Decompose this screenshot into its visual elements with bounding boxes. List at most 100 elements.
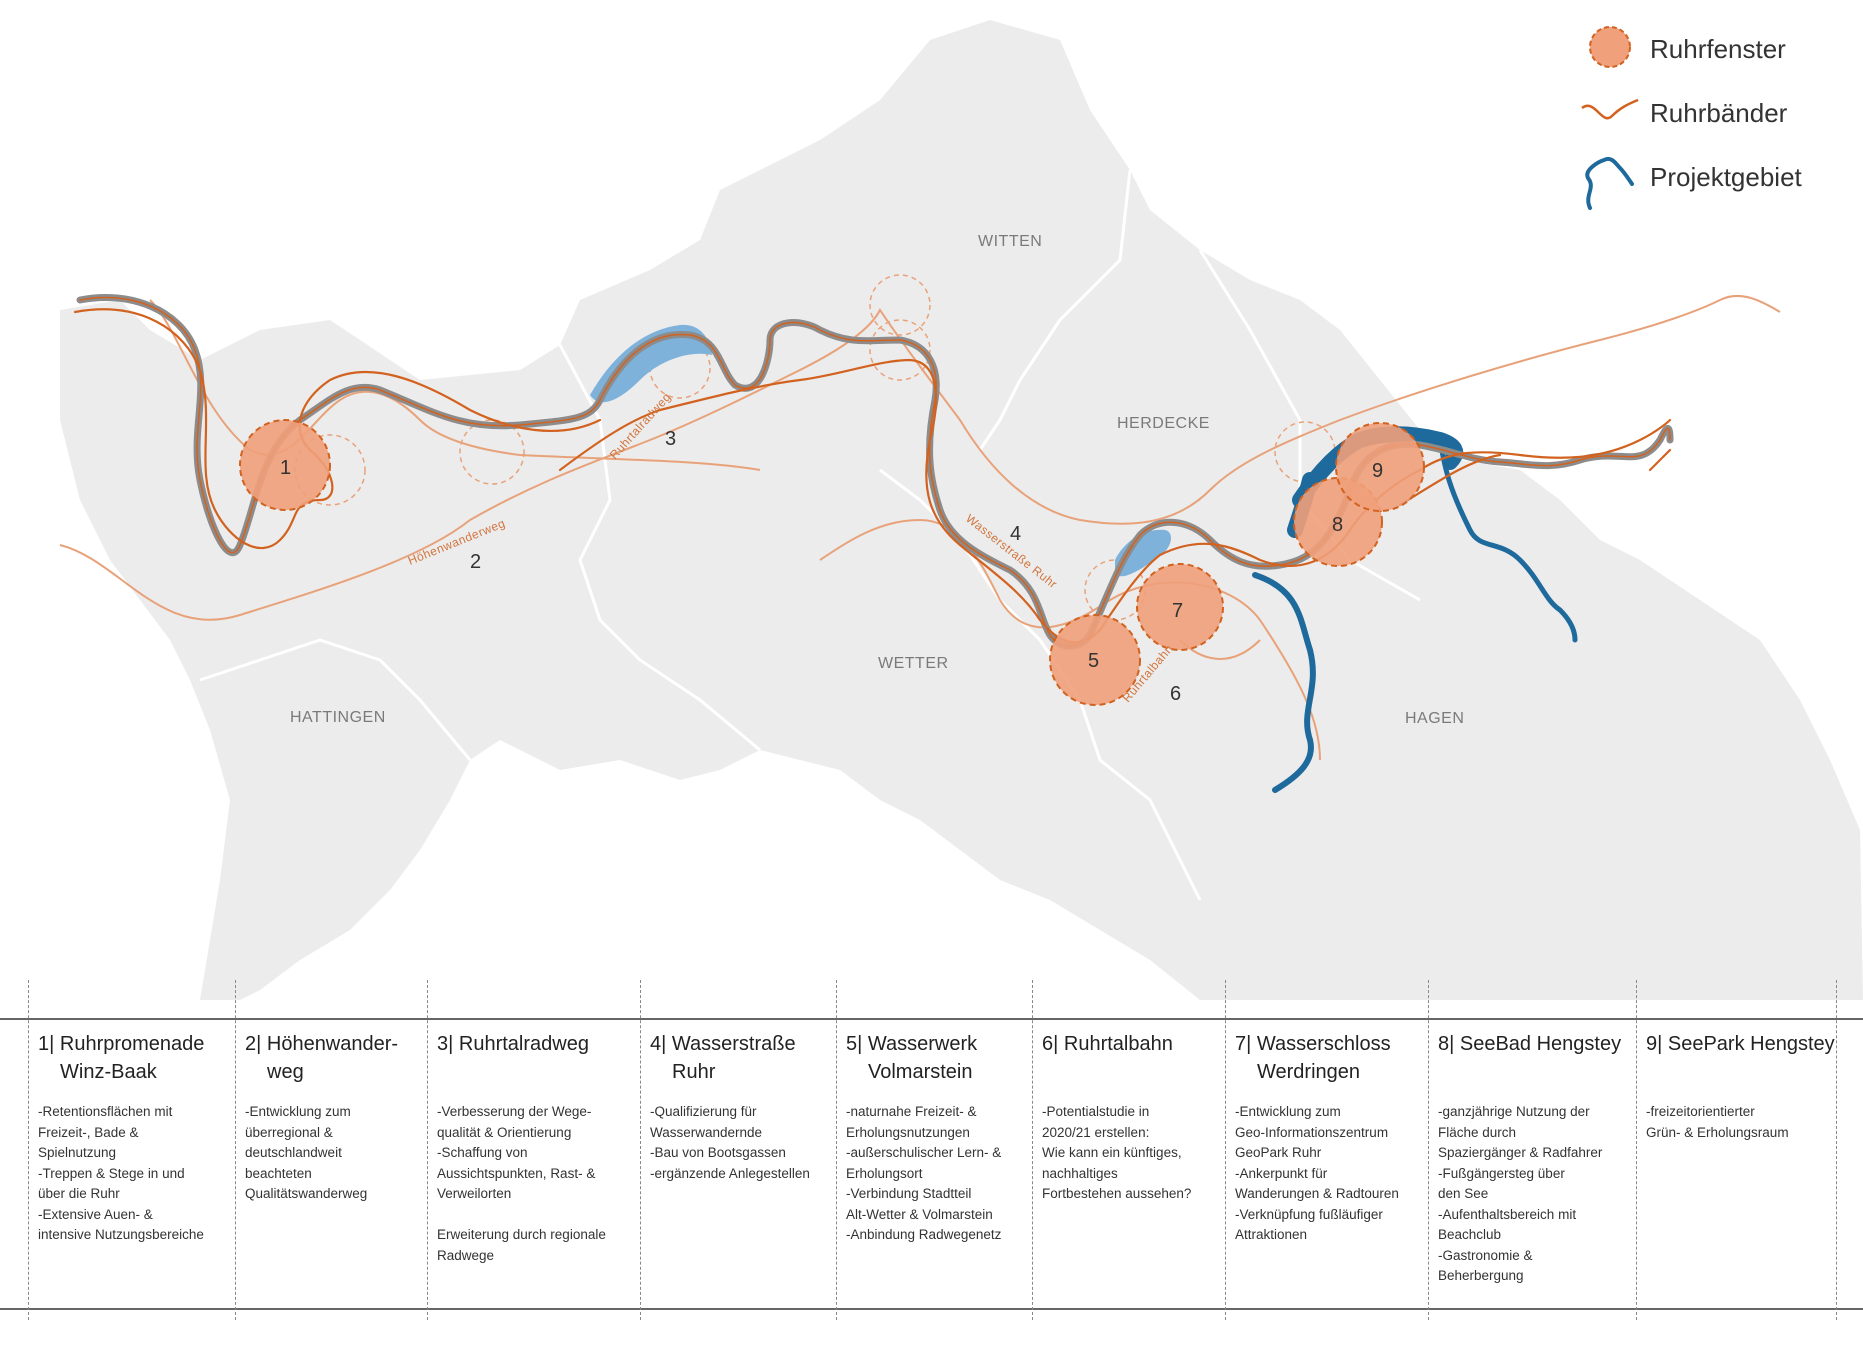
measure-line: -Qualifizierung für — [650, 1104, 757, 1119]
legend-label-ruhrfenster: Ruhrfenster — [1650, 34, 1786, 64]
measure-title-line: weg — [267, 1061, 304, 1083]
ruhrfenster-circles — [239, 419, 1425, 706]
measure-title: 1| Ruhrpromenade Winz-Baak — [38, 1030, 235, 1086]
column-divider — [1032, 980, 1033, 1320]
measure-line: -Schaffung von — [437, 1145, 528, 1160]
measure-column-8: 8| SeeBad Hengstey -ganzjährige Nutzung … — [1428, 1030, 1636, 1287]
measure-column-7: 7| Wasserschloss Werdringen -Entwicklung… — [1225, 1030, 1428, 1246]
ruhrfenster-5 — [1049, 614, 1141, 706]
ruhrfenster-7 — [1136, 563, 1224, 651]
measure-line: -Extensive Auen- & — [38, 1206, 153, 1222]
measure-title: 7| Wasserschloss Werdringen — [1235, 1030, 1428, 1086]
measure-line: 2020/21 erstellen: — [1042, 1124, 1150, 1140]
measure-line: -ergänzende Anlegestellen — [650, 1165, 810, 1181]
measure-title-line: 1| Ruhrpromenade — [38, 1033, 205, 1055]
measure-title-line — [1042, 1058, 1225, 1086]
measure-title-line: 7| Wasserschloss — [1235, 1033, 1391, 1055]
city-label-witten: WITTEN — [978, 233, 1042, 250]
ruhrfenster-circle-icon — [1589, 26, 1631, 68]
city-label-wetter: WETTER — [878, 655, 949, 672]
measure-title: 5| Wasserwerk Volmarstein — [846, 1030, 1032, 1086]
measure-title-line: Ruhr — [672, 1061, 716, 1083]
measure-line: -ganzjährige Nutzung der — [1438, 1104, 1590, 1119]
measure-line: Beachclub — [1438, 1227, 1502, 1242]
measure-line: Aussichtspunkten, Rast- & — [437, 1165, 596, 1181]
measure-line: qualität & Orientierung — [437, 1124, 572, 1140]
measure-title-line: 6| Ruhrtalbahn — [1042, 1033, 1173, 1055]
column-divider — [28, 980, 29, 1320]
measure-line: -Retentionsflächen mit — [38, 1104, 173, 1119]
measure-column-1: 1| Ruhrpromenade Winz-Baak -Retentionsfl… — [28, 1030, 235, 1246]
marker-9: 9 — [1372, 460, 1383, 482]
column-divider — [235, 980, 236, 1320]
measure-line: Qualitätswanderweg — [245, 1186, 368, 1201]
measure-title: 6| Ruhrtalbahn — [1042, 1030, 1225, 1086]
measure-line: Wie kann ein künftiges, — [1042, 1145, 1182, 1160]
measure-title: 8| SeeBad Hengstey — [1438, 1030, 1636, 1086]
measure-line: -Verbindung Stadtteil — [846, 1186, 972, 1201]
measure-line: -Potentialstudie in — [1042, 1104, 1150, 1119]
measure-line: Radwege — [437, 1247, 495, 1263]
legend-label-ruhrbaender: Ruhrbänder — [1650, 98, 1788, 128]
measure-description: -naturnahe Freizeit- & Erholungsnutzunge… — [846, 1102, 1032, 1246]
measure-line: -Anbindung Radwegenetz — [846, 1227, 1002, 1242]
city-label-herdecke: HERDECKE — [1117, 415, 1210, 432]
measure-title: 2| Höhenwander- weg — [245, 1030, 427, 1086]
measure-column-2: 2| Höhenwander- weg -Entwicklung zum übe… — [235, 1030, 427, 1205]
ruhrfenster-1 — [239, 419, 331, 511]
city-label-hagen: HAGEN — [1405, 710, 1464, 727]
measure-title-line — [1646, 1058, 1836, 1086]
measure-line: -Entwicklung zum — [1235, 1104, 1341, 1119]
marker-6: 6 — [1170, 683, 1181, 705]
measure-title-line: Werdringen — [1257, 1061, 1361, 1083]
measure-line: -Gastronomie & — [1438, 1247, 1533, 1263]
measure-line: Beherbergung — [1438, 1268, 1524, 1283]
measure-title-line: 4| Wasserstraße — [650, 1033, 796, 1055]
measure-line: -Entwicklung zum — [245, 1104, 351, 1119]
marker-1: 1 — [280, 457, 291, 479]
measure-line: den See — [1438, 1186, 1489, 1201]
measure-column-5: 5| Wasserwerk Volmarstein -naturnahe Fre… — [836, 1030, 1032, 1246]
measure-title-line: 9| SeePark Hengstey — [1646, 1033, 1835, 1055]
measure-description: -Entwicklung zum Geo-Informationszentrum… — [1235, 1102, 1428, 1246]
measure-line: -naturnahe Freizeit- & — [846, 1104, 977, 1119]
legend-item-projektgebiet: Projektgebiet — [1580, 150, 1850, 210]
measure-line: -Bau von Bootsgassen — [650, 1145, 786, 1160]
projektgebiet-river-icon — [1585, 157, 1634, 210]
column-divider — [1428, 980, 1429, 1320]
measure-title: 9| SeePark Hengstey — [1646, 1030, 1836, 1086]
column-divider — [836, 980, 837, 1320]
measure-description: -Verbesserung der Wege- qualität & Orien… — [437, 1102, 640, 1266]
measure-title-line — [437, 1058, 640, 1086]
legend-item-ruhrbaender: Ruhrbänder — [1580, 86, 1850, 136]
measure-line: GeoPark Ruhr — [1235, 1145, 1322, 1160]
measure-line: Erholungsort — [846, 1165, 923, 1181]
measure-column-6: 6| Ruhrtalbahn -Potentialstudie in 2020/… — [1032, 1030, 1225, 1205]
measure-line: über die Ruhr — [38, 1186, 120, 1201]
measure-line: Erholungsnutzungen — [846, 1124, 970, 1140]
measure-column-4: 4| Wasserstraße Ruhr -Qualifizierung für… — [640, 1030, 836, 1184]
ruhrbaender-line-icon — [1581, 98, 1639, 120]
measure-description: -freizeitorientierter Grün- & Erholungsr… — [1646, 1102, 1836, 1143]
column-divider — [640, 980, 641, 1320]
district-borders — [199, 169, 1421, 901]
map-legend: Ruhrfenster Ruhrbänder Projektgebiet — [1580, 20, 1850, 220]
measure-line: -Verbesserung der Wege- — [437, 1104, 592, 1119]
marker-3: 3 — [665, 428, 676, 450]
column-divider — [1225, 980, 1226, 1320]
column-divider — [1636, 980, 1637, 1320]
ruhrfenster-9 — [1335, 422, 1425, 512]
legend-item-ruhrfenster: Ruhrfenster — [1580, 22, 1850, 72]
marker-5: 5 — [1088, 650, 1099, 672]
measure-description: -Entwicklung zum überregional & deutschl… — [245, 1102, 427, 1205]
table-bottom-rule — [0, 1308, 1863, 1310]
table-top-rule — [0, 1018, 1863, 1020]
lake-areas — [590, 324, 1172, 577]
measure-title-line: 2| Höhenwander- — [245, 1033, 399, 1055]
measure-title-line: 5| Wasserwerk — [846, 1033, 978, 1055]
measure-line: überregional & — [245, 1124, 333, 1140]
regional-map: WITTEN HERDECKE WETTER HATTINGEN HAGEN H… — [59, 20, 1863, 1000]
measure-column-3: 3| Ruhrtalradweg -Verbesserung der Wege-… — [427, 1030, 640, 1266]
measures-table: 1| Ruhrpromenade Winz-Baak -Retentionsfl… — [0, 980, 1863, 1320]
measure-line: -freizeitorientierter — [1646, 1104, 1755, 1119]
